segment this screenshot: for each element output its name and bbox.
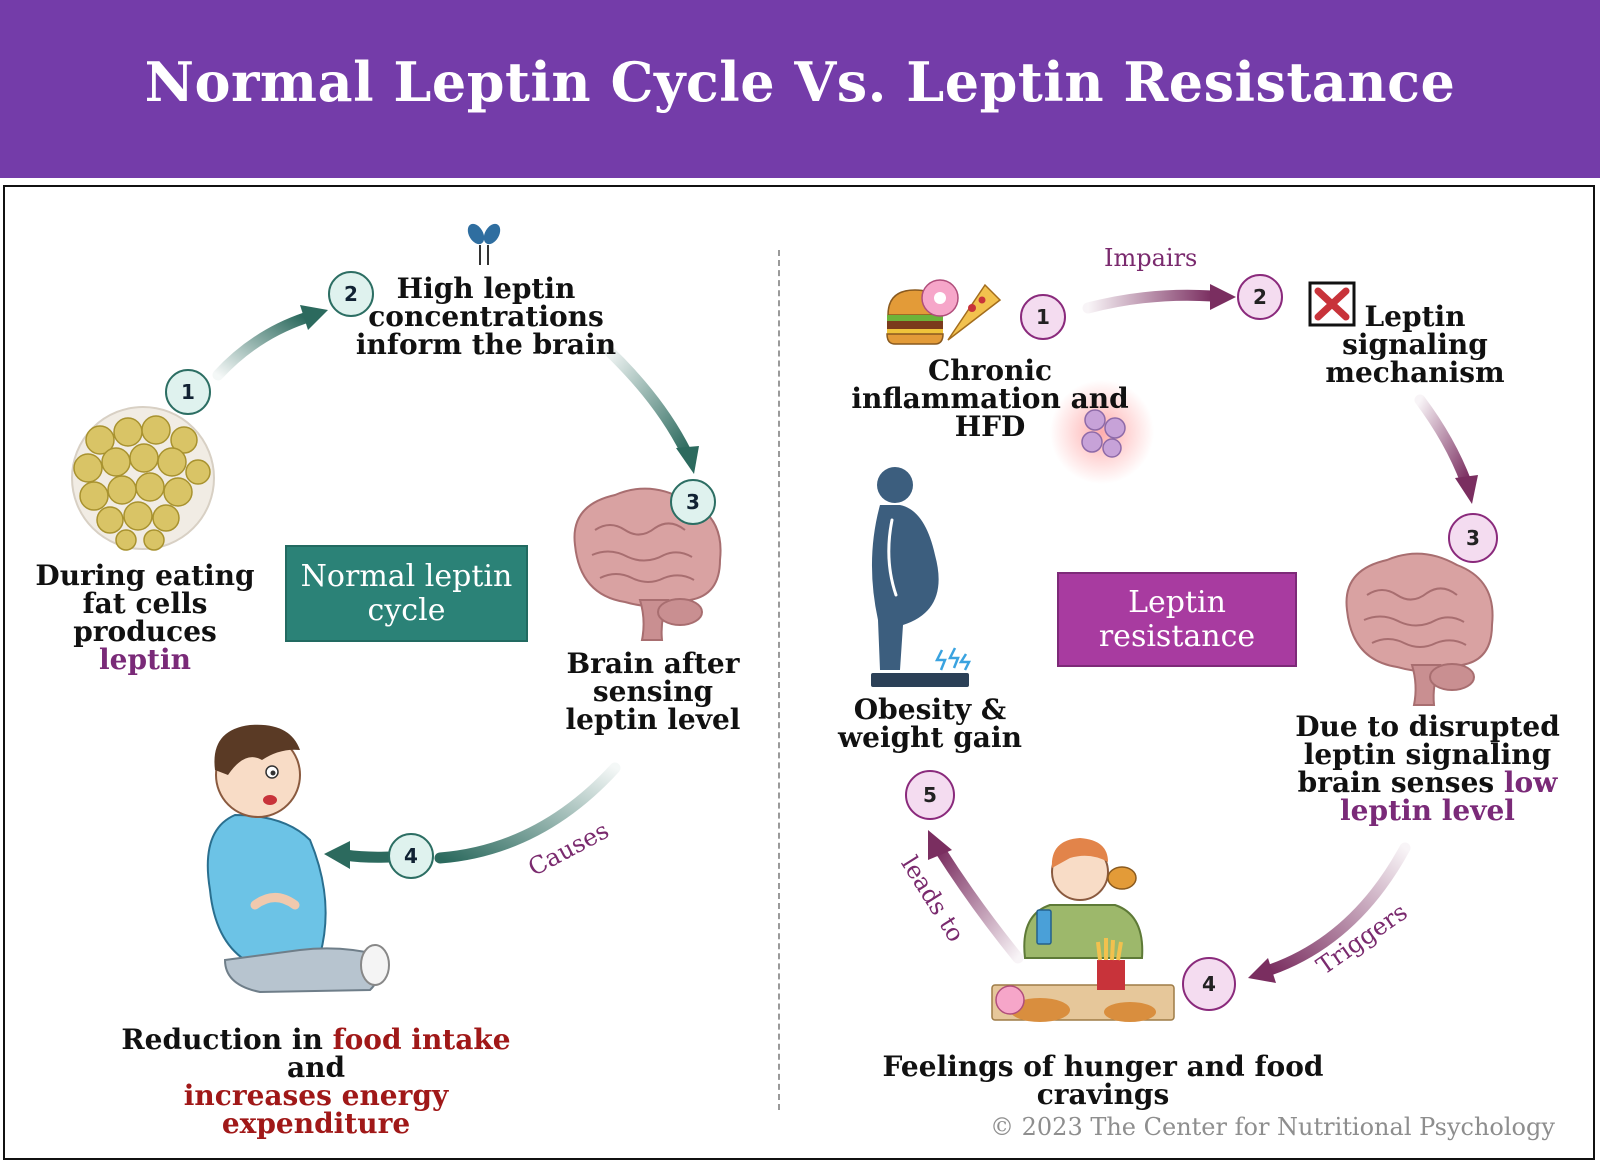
- brain-icon: [1345, 552, 1494, 706]
- normal-arrow-3-to-4: [324, 762, 621, 869]
- blocked-x-icon: [1308, 281, 1356, 327]
- copyright-footer: © 2023 The Center for Nutritional Psycho…: [990, 1113, 1555, 1141]
- obese-person-scale-icon: [871, 467, 972, 687]
- leptin-receptor-icon: [467, 223, 501, 265]
- normal-cycle-box: Normal leptin cycle: [285, 545, 528, 642]
- resistance-step-1-badge: 1: [1020, 294, 1066, 340]
- resistance-step-3-label: Due to disrupted leptin signaling brain …: [1295, 710, 1560, 827]
- normal-arrow-1-to-2: [212, 305, 328, 381]
- normal-step-2-badge: 2: [328, 271, 374, 317]
- resistance-arrow-2-to-3: [1414, 394, 1478, 504]
- low-leptin-highlight: low leptin level: [1340, 766, 1558, 827]
- resistance-step-2-label: Leptin signaling mechanism: [1325, 300, 1505, 389]
- normal-step-1-badge: 1: [165, 369, 211, 415]
- resistance-step-3-badge: 3: [1448, 513, 1498, 563]
- impairs-label: Impairs: [1104, 244, 1198, 272]
- leptin-highlight: leptin: [99, 643, 191, 676]
- normal-step-2-label: High leptin concentrations inform the br…: [355, 272, 617, 361]
- normal-step-1-label: During eating fat cells produces leptin: [35, 559, 255, 676]
- energy-expenditure-highlight: increases energy expenditure: [183, 1079, 449, 1140]
- resistance-arrow-4-to-5: [928, 830, 1024, 964]
- resistance-step-4-badge: 4: [1182, 957, 1236, 1011]
- resistance-step-1-label: Chronic inflammation and HFD: [851, 354, 1129, 443]
- normal-step-3-label: Brain after sensing leptin level: [565, 647, 741, 736]
- inflammation-cells-icon: [1050, 380, 1154, 484]
- fat-cells-icon: [71, 406, 215, 551]
- food-intake-highlight: food intake: [332, 1023, 511, 1056]
- normal-step-3-badge: 3: [670, 479, 716, 525]
- satisfied-person-icon: [206, 724, 390, 994]
- page-title: Normal Leptin Cycle Vs. Leptin Resistanc…: [144, 50, 1456, 114]
- center-divider: [778, 250, 780, 1110]
- resistance-step-5-badge: 5: [905, 770, 955, 820]
- resistance-arrow-3-to-4: [1248, 842, 1411, 983]
- resistance-arrow-1-to-2: [1082, 284, 1236, 314]
- normal-step-4-badge: 4: [388, 833, 434, 879]
- junk-food-icon: [886, 279, 1002, 345]
- eating-person-icon: [991, 838, 1175, 1022]
- leptin-resistance-box: Leptin resistance: [1057, 572, 1297, 667]
- normal-step-4-label: Reduction in food intake and increases e…: [121, 1023, 511, 1140]
- content-frame: [3, 185, 1595, 1160]
- resistance-step-4-label: Feelings of hunger and food cravings: [882, 1050, 1324, 1111]
- normal-arrow-2-to-3: [602, 344, 699, 474]
- resistance-step-2-badge: 2: [1237, 274, 1283, 320]
- header-banner: Normal Leptin Cycle Vs. Leptin Resistanc…: [0, 0, 1600, 178]
- resistance-step-5-label: Obesity & weight gain: [838, 693, 1022, 754]
